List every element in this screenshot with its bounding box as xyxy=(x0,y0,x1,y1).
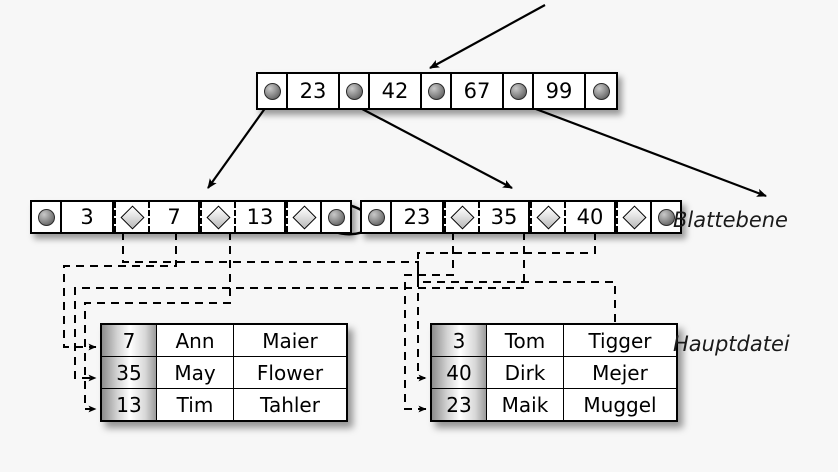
row-last-name: Tigger xyxy=(563,323,678,357)
row-first-name: Tom xyxy=(486,323,564,357)
row-first-name: Maik xyxy=(486,388,564,422)
row-first-name: Ann xyxy=(156,323,234,357)
row-last-name: Mejer xyxy=(563,356,678,389)
leaf-node-right[interactable]: 23 35 40 xyxy=(360,200,682,234)
row-key: 13 xyxy=(100,388,157,422)
leaf-left-record-marker-0[interactable] xyxy=(114,202,148,232)
sphere-pointer-icon xyxy=(592,82,610,100)
root-to-left-leaf-arrow xyxy=(207,99,272,189)
root-key-3-label: 99 xyxy=(545,78,573,103)
sphere-pointer-icon xyxy=(37,208,55,226)
root-pointer-0[interactable] xyxy=(258,74,288,108)
root-key-0[interactable]: 23 xyxy=(288,74,340,108)
row-key: 40 xyxy=(430,356,487,389)
leaf-left-record-marker-2[interactable] xyxy=(286,202,320,232)
root-key-1[interactable]: 42 xyxy=(370,74,422,108)
leaf-left-record-marker-1[interactable] xyxy=(200,202,234,232)
row-key: 3 xyxy=(430,323,487,357)
main-data-table-right[interactable]: 3 Tom Tigger 40 Dirk Mejer 23 Maik Mugge… xyxy=(430,323,678,422)
root-pointer-1[interactable] xyxy=(340,74,370,108)
row-last-name: Tahler xyxy=(233,388,348,422)
root-key-0-label: 23 xyxy=(299,78,327,103)
root-key-2-label: 67 xyxy=(463,78,491,103)
leaf-right-next-pointer[interactable] xyxy=(650,202,680,232)
leaf-right-record-marker-0[interactable] xyxy=(444,202,478,232)
root-key-2[interactable]: 67 xyxy=(452,74,504,108)
leaf-right-key-0[interactable]: 23 xyxy=(392,202,444,232)
leaf-left-key-0-label: 3 xyxy=(80,204,94,229)
row-last-name: Maier xyxy=(233,323,348,357)
sphere-pointer-icon xyxy=(327,208,345,226)
root-index-node[interactable]: 23 42 67 99 xyxy=(256,72,618,110)
leaf-left-key-1[interactable]: 7 xyxy=(148,202,200,232)
diamond-record-pointer-icon xyxy=(449,204,475,230)
table-row[interactable]: 3 Tom Tigger xyxy=(430,323,678,357)
leaf-node-left[interactable]: 3 7 13 xyxy=(30,200,352,234)
sphere-pointer-icon xyxy=(263,82,281,100)
table-row[interactable]: 40 Dirk Mejer xyxy=(430,356,678,389)
leaf-right-prev-pointer[interactable] xyxy=(362,202,392,232)
diamond-record-pointer-icon xyxy=(205,204,231,230)
diamond-record-pointer-icon xyxy=(621,204,647,230)
row-last-name: Flower xyxy=(233,356,348,389)
leaf-right-key-2[interactable]: 40 xyxy=(564,202,616,232)
root-overflow-arrow xyxy=(511,98,767,198)
diamond-record-pointer-icon xyxy=(535,204,561,230)
row-last-name: Muggel xyxy=(563,388,678,422)
table-row[interactable]: 23 Maik Muggel xyxy=(430,388,678,422)
row-key: 7 xyxy=(100,323,157,357)
root-key-1-label: 42 xyxy=(381,78,409,103)
root-to-right-leaf-arrow xyxy=(346,100,513,189)
table-row[interactable]: 13 Tim Tahler xyxy=(100,388,348,422)
caption-main-file: Hauptdatei xyxy=(673,332,790,356)
diamond-record-pointer-icon xyxy=(291,204,317,230)
row-key: 23 xyxy=(430,388,487,422)
caption-leaf-level: Blattebene xyxy=(673,208,788,232)
root-pointer-3[interactable] xyxy=(504,74,534,108)
leaf-left-next-pointer[interactable] xyxy=(320,202,350,232)
row-first-name: May xyxy=(156,356,234,389)
leaf-right-key-2-label: 40 xyxy=(576,204,604,229)
sphere-pointer-icon xyxy=(345,82,363,100)
row-first-name: Dirk xyxy=(486,356,564,389)
sphere-pointer-icon xyxy=(509,82,527,100)
root-pointer-4[interactable] xyxy=(586,74,616,108)
sphere-pointer-icon xyxy=(427,82,445,100)
root-key-3[interactable]: 99 xyxy=(534,74,586,108)
leaf-left-key-2[interactable]: 13 xyxy=(234,202,286,232)
leaf-left-key-0[interactable]: 3 xyxy=(62,202,114,232)
leaf-left-prev-pointer[interactable] xyxy=(32,202,62,232)
main-data-table-left[interactable]: 7 Ann Maier 35 May Flower 13 Tim Tahler xyxy=(100,323,348,422)
root-pointer-2[interactable] xyxy=(422,74,452,108)
leaf-right-key-0-label: 23 xyxy=(403,204,431,229)
leaf-right-key-1-label: 35 xyxy=(490,204,518,229)
leaf-left-key-2-label: 13 xyxy=(246,204,274,229)
leaf-right-record-marker-1[interactable] xyxy=(530,202,564,232)
leaf-left-key-1-label: 7 xyxy=(167,204,181,229)
incoming-root-arrow xyxy=(429,4,546,69)
sphere-pointer-icon xyxy=(367,208,385,226)
row-first-name: Tim xyxy=(156,388,234,422)
row-key: 35 xyxy=(100,356,157,389)
table-row[interactable]: 35 May Flower xyxy=(100,356,348,389)
leaf-right-record-marker-2[interactable] xyxy=(616,202,650,232)
table-row[interactable]: 7 Ann Maier xyxy=(100,323,348,357)
diamond-record-pointer-icon xyxy=(119,204,145,230)
leaf-right-key-1[interactable]: 35 xyxy=(478,202,530,232)
sphere-pointer-icon xyxy=(657,208,675,226)
